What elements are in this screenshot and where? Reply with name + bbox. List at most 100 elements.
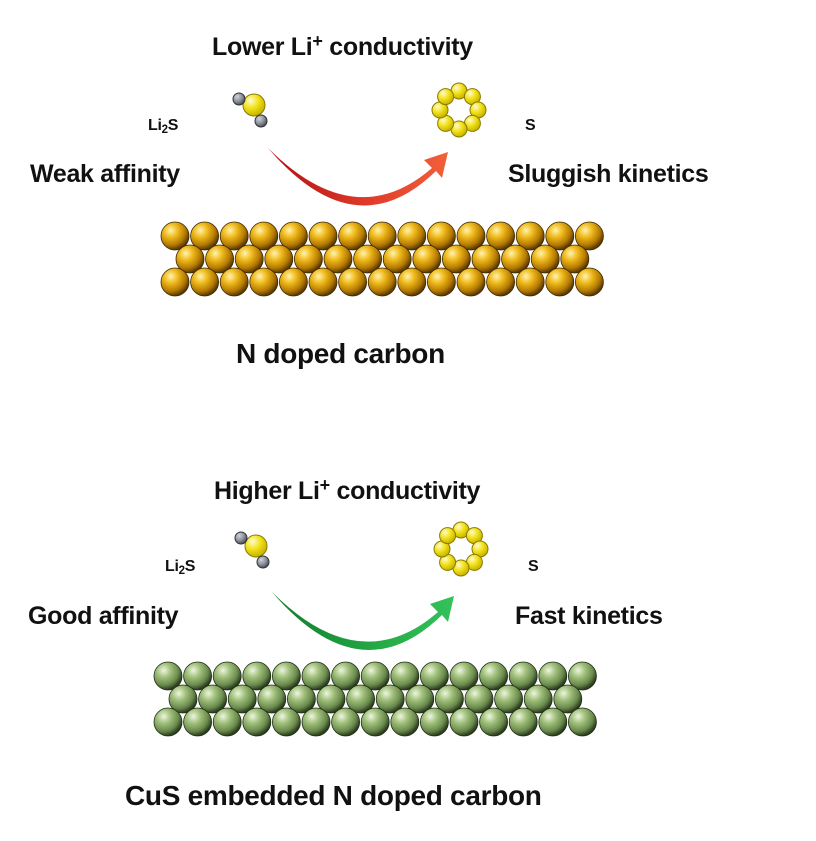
lattice-sphere [271, 707, 301, 737]
lattice-sphere [323, 244, 353, 274]
lattice-sphere [397, 221, 427, 251]
lattice-sphere [426, 221, 456, 251]
top-s8-ring-icon [431, 82, 487, 138]
lattice-sphere [360, 707, 390, 737]
lattice-sphere [494, 684, 524, 714]
lattice-sphere [568, 707, 597, 737]
lattice-sphere [293, 244, 323, 274]
top-product-label: S [525, 117, 536, 134]
lattice-sphere [190, 267, 220, 297]
lattice-sphere [545, 267, 575, 297]
lattice-sphere [523, 684, 553, 714]
lattice-sphere [464, 684, 494, 714]
lattice-sphere [331, 661, 361, 691]
bottom-s8-ring-icon [433, 521, 489, 577]
lattice-sphere [419, 707, 449, 737]
lattice-sphere [471, 244, 501, 274]
bottom-affinity-label: Good affinity [28, 602, 179, 630]
lattice-sphere [412, 244, 442, 274]
lattice-sphere [508, 661, 538, 691]
lattice-sphere [575, 221, 604, 251]
top-substrate-label: N doped carbon [236, 338, 445, 369]
lattice-sphere [560, 244, 590, 274]
lattice-sphere [278, 221, 308, 251]
lattice-sphere [242, 707, 272, 737]
lattice-sphere [190, 221, 220, 251]
lattice-sphere [449, 661, 479, 691]
lattice-sphere [419, 661, 449, 691]
bottom-reactant-label: Li2S [165, 558, 196, 577]
lattice-sphere [316, 684, 346, 714]
lattice-sphere [198, 684, 228, 714]
bottom-product-label: S [528, 558, 539, 575]
lattice-sphere [249, 267, 279, 297]
lattice-sphere [308, 267, 338, 297]
bottom-conductivity-label: Higher Li+ conductivity [214, 474, 481, 505]
top-reaction-arrow [268, 148, 448, 206]
bottom-substrate-lattice [153, 661, 597, 737]
top-substrate-lattice [160, 221, 604, 297]
lattice-sphere [486, 267, 516, 297]
top-li2s-molecule-icon [232, 92, 268, 128]
top-reactant-label: Li2S [148, 117, 179, 136]
lattice-sphere [219, 267, 249, 297]
lattice-sphere [286, 684, 316, 714]
lattice-sphere [367, 267, 397, 297]
bottom-li2s-molecule-icon [234, 531, 270, 569]
lattice-sphere [382, 244, 412, 274]
sulfur-atom-icon [437, 88, 455, 106]
lattice-sphere [264, 244, 294, 274]
sulfur-atom-icon [439, 527, 457, 545]
lattice-sphere [486, 221, 516, 251]
lattice-sphere [346, 684, 376, 714]
lattice-sphere [308, 221, 338, 251]
lattice-sphere [153, 661, 183, 691]
lattice-sphere [508, 707, 538, 737]
lattice-sphere [441, 244, 471, 274]
lattice-sphere [175, 244, 205, 274]
lattice-sphere [242, 661, 272, 691]
lattice-sphere [301, 707, 331, 737]
lattice-sphere [257, 684, 287, 714]
lattice-sphere [553, 684, 583, 714]
lattice-sphere [168, 684, 198, 714]
lattice-sphere [538, 661, 568, 691]
lattice-sphere [183, 661, 213, 691]
lattice-sphere [249, 221, 279, 251]
top-affinity-label: Weak affinity [30, 160, 180, 188]
lattice-sphere [278, 267, 308, 297]
top-kinetics-label: Sluggish kinetics [508, 160, 709, 188]
lattice-sphere [331, 707, 361, 737]
lattice-sphere [434, 684, 464, 714]
lattice-sphere [538, 707, 568, 737]
lattice-sphere [271, 661, 301, 691]
lattice-sphere [353, 244, 383, 274]
lattice-sphere [212, 707, 242, 737]
lattice-sphere [160, 267, 190, 297]
lattice-sphere [360, 661, 390, 691]
lattice-sphere [568, 661, 597, 691]
lattice-sphere [183, 707, 213, 737]
lattice-sphere [219, 221, 249, 251]
lattice-sphere [301, 661, 331, 691]
lattice-sphere [449, 707, 479, 737]
lattice-sphere [375, 684, 405, 714]
lattice-sphere [456, 221, 486, 251]
lattice-sphere [575, 267, 604, 297]
top-conductivity-label: Lower Li+ conductivity [212, 30, 473, 61]
lattice-sphere [227, 684, 257, 714]
lattice-sphere [515, 267, 545, 297]
lattice-sphere [479, 661, 509, 691]
lattice-sphere [501, 244, 530, 274]
lattice-sphere [160, 221, 190, 251]
lattice-sphere [397, 267, 427, 297]
lattice-sphere [405, 684, 435, 714]
lattice-sphere [479, 707, 509, 737]
bottom-substrate-label: CuS embedded N doped carbon [125, 780, 542, 811]
lattice-sphere [545, 221, 575, 251]
lattice-sphere [234, 244, 264, 274]
lattice-sphere [515, 221, 545, 251]
lattice-sphere [212, 661, 242, 691]
